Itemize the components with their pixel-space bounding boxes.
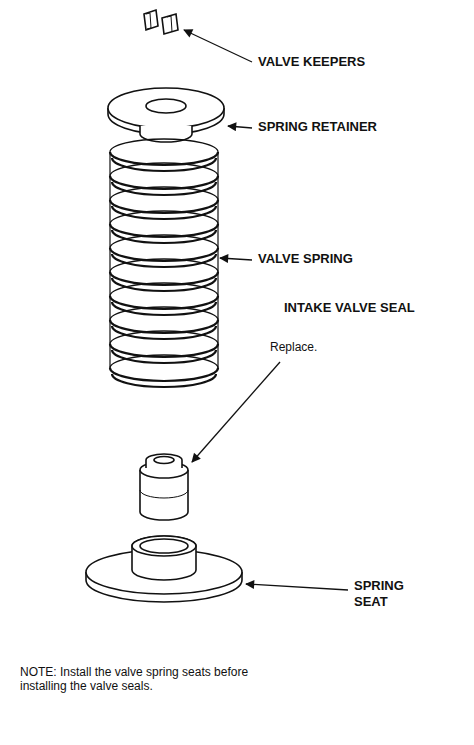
spring-seat bbox=[86, 536, 242, 602]
intake-valve-seal bbox=[140, 454, 188, 520]
part-label: VALVE KEEPERS bbox=[258, 54, 458, 70]
note-label: Replace. bbox=[270, 340, 390, 354]
note-text: NOTE: Install the valve spring seats bef… bbox=[20, 665, 290, 694]
spring-retainer bbox=[108, 88, 224, 142]
part-label: SPRING RETAINER bbox=[258, 119, 458, 135]
part-label: VALVE SPRING bbox=[258, 251, 458, 267]
part-label: INTAKE VALVE SEAL bbox=[284, 300, 469, 316]
valve-keepers bbox=[144, 10, 178, 34]
valve-spring bbox=[110, 139, 218, 387]
part-label: SPRING SEAT bbox=[354, 578, 424, 609]
